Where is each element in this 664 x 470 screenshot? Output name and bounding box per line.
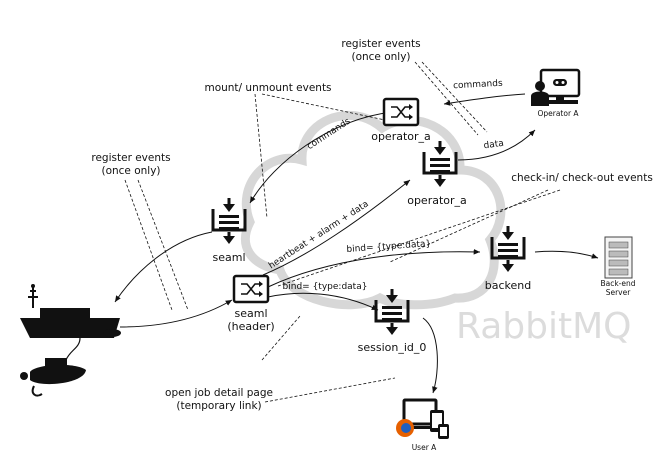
rabbitmq-cloud bbox=[240, 110, 506, 310]
svg-text:seaml: seaml bbox=[234, 307, 267, 320]
rabbitmq-brand: RabbitMQ bbox=[456, 306, 632, 347]
annotation-lines bbox=[124, 61, 561, 403]
backend-to-server bbox=[534, 250, 599, 259]
vessel-icon bbox=[20, 284, 121, 397]
svg-text:User A: User A bbox=[412, 443, 437, 452]
svg-text:backend: backend bbox=[485, 279, 531, 292]
queue-operator-a: operator_a bbox=[407, 139, 467, 207]
shuffle-icon bbox=[232, 274, 270, 304]
note-job-sub: (temporary link) bbox=[176, 400, 261, 412]
user-actor: User A bbox=[396, 398, 449, 452]
note-register-left-sub: (once only) bbox=[101, 165, 160, 177]
operator-actor: Operator A bbox=[531, 68, 581, 118]
bind-to-backend bbox=[267, 249, 481, 288]
svg-text:seaml: seaml bbox=[212, 251, 245, 264]
svg-text:operator_a: operator_a bbox=[371, 130, 431, 143]
commands-to-seaml-queue bbox=[249, 112, 386, 204]
heartbeat-to-operator-queue bbox=[262, 179, 411, 276]
bind-to-session bbox=[267, 292, 379, 311]
shuffle-icon bbox=[382, 97, 420, 127]
exchange-operator-a: operator_a bbox=[371, 97, 431, 143]
note-register-left: register events bbox=[91, 152, 170, 164]
svg-text:Server: Server bbox=[606, 288, 632, 297]
note-checkin: check-in/ check-out events bbox=[511, 172, 653, 184]
svg-text:Back-end: Back-end bbox=[600, 279, 635, 288]
note-job: open job detail page bbox=[165, 387, 273, 399]
annotations: register events (once only) mount/ unmou… bbox=[91, 38, 652, 412]
svg-text:(header): (header) bbox=[227, 320, 274, 333]
edge-bind-session: bind= {type:data} bbox=[283, 282, 368, 292]
commands-to-operator-exchange bbox=[443, 93, 526, 106]
operator-icon bbox=[531, 68, 581, 106]
flow-arrows bbox=[114, 93, 599, 394]
backend-server: Back-end Server bbox=[600, 236, 636, 297]
edge-data: data bbox=[483, 139, 504, 152]
queue-backend: backend bbox=[485, 224, 531, 292]
note-register-top-sub: (once only) bbox=[351, 51, 410, 63]
svg-text:session_id_0: session_id_0 bbox=[358, 341, 427, 354]
queue-icon bbox=[211, 196, 247, 246]
edge-commands-top: commands bbox=[453, 79, 503, 92]
data-to-operator bbox=[457, 129, 536, 161]
note-mount: mount/ unmount events bbox=[204, 82, 331, 94]
note-register-top: register events bbox=[341, 38, 420, 50]
svg-text:operator_a: operator_a bbox=[407, 194, 467, 207]
queue-session: session_id_0 bbox=[358, 287, 427, 354]
vessel-to-seaml-header bbox=[119, 299, 233, 328]
svg-text:Operator A: Operator A bbox=[537, 109, 579, 118]
devices-icon bbox=[396, 398, 449, 439]
session-to-user bbox=[422, 317, 438, 394]
seaml-to-vessel bbox=[114, 231, 213, 303]
exchange-seaml-header: seaml (header) bbox=[227, 274, 275, 333]
server-icon bbox=[604, 236, 633, 279]
queue-seaml: seaml bbox=[211, 196, 247, 264]
